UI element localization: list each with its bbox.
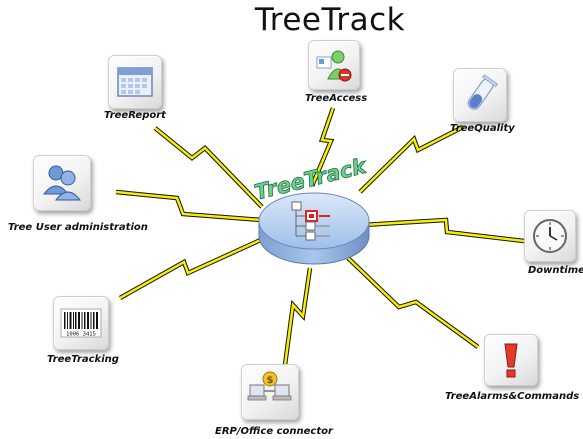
label-treeaccess: TreeAccess	[305, 93, 368, 104]
label-treetracking: TreeTracking	[47, 354, 119, 365]
users-icon	[42, 165, 82, 201]
test-tube-icon	[467, 74, 499, 110]
bolt-treeaccess	[309, 107, 336, 187]
label-treealarms-commands: TreeAlarms&Commands	[445, 391, 580, 402]
node-erp-office-connector[interactable]: $	[241, 364, 299, 420]
clock-icon	[533, 219, 567, 253]
user-access-icon	[316, 50, 352, 82]
barcode-number: 1006 3415	[66, 332, 96, 338]
bolt-treequality	[358, 124, 465, 194]
bolt-treealarms-commands	[346, 256, 480, 349]
bolt-downtime	[362, 217, 525, 244]
connector-icon: $	[247, 371, 292, 401]
node-downtime[interactable]	[524, 210, 576, 262]
central-hub: TreeTrack	[252, 153, 371, 265]
node-treealarms-commands[interactable]	[484, 334, 538, 386]
node-treequality[interactable]	[453, 68, 507, 122]
node-treeaccess[interactable]	[308, 40, 360, 90]
bolt-tree-user-administration	[115, 189, 263, 223]
bolt-treereport	[153, 126, 264, 209]
exclamation-icon	[504, 343, 518, 378]
node-treetracking[interactable]: 1006 3415	[53, 296, 109, 350]
node-tree-user-administration[interactable]	[33, 155, 91, 211]
page-title: TreeTrack	[254, 2, 406, 38]
label-treequality: TreeQuality	[450, 123, 515, 134]
bolt-erp-office-connector	[282, 267, 313, 366]
node-treereport[interactable]	[108, 55, 162, 109]
barcode-icon: 1006 3415	[60, 308, 102, 338]
calendar-icon	[117, 67, 153, 97]
bolt-treetracking	[118, 235, 266, 300]
label-treereport: TreeReport	[104, 110, 166, 121]
svg-text:$: $	[267, 375, 274, 386]
label-tree-user-administration: Tree User administration	[8, 222, 148, 233]
label-erp-office-connector: ERP/Office connector	[215, 426, 333, 437]
tree-structure-icon	[291, 201, 330, 241]
label-downtime: Downtime	[528, 265, 583, 276]
